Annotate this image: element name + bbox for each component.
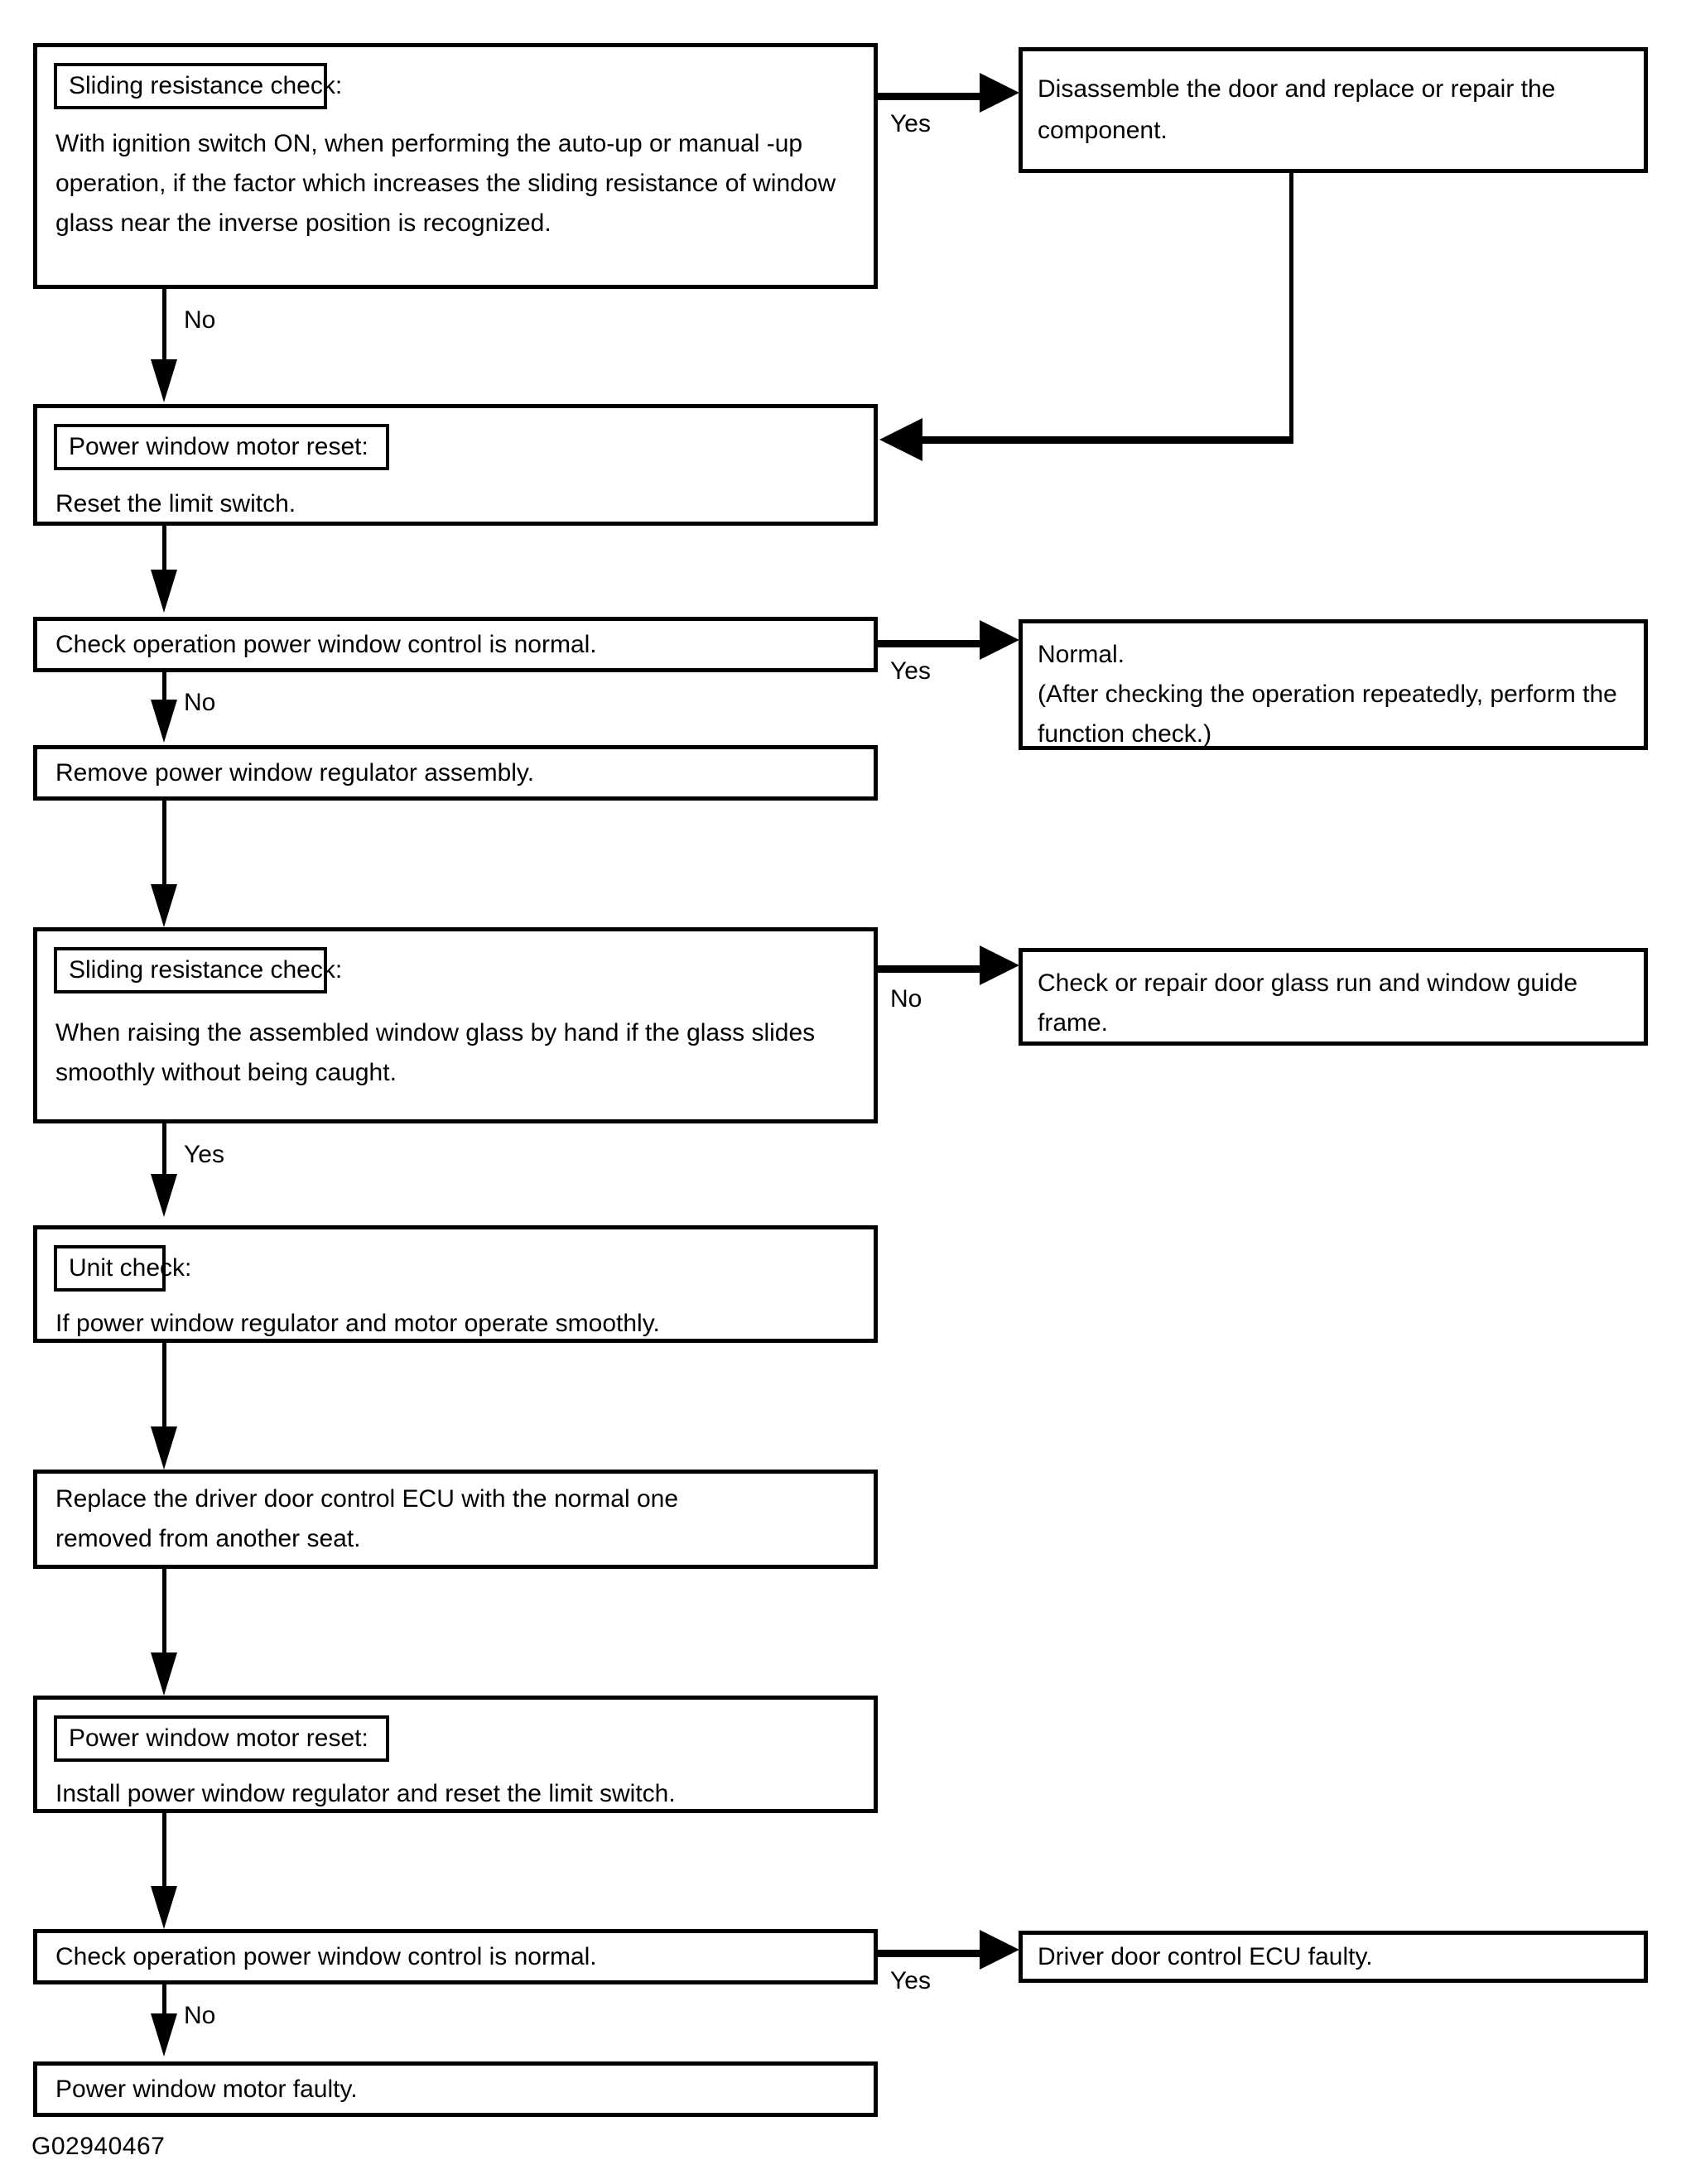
node-replace-ecu[interactable]: Replace the driver door control ECU with…: [33, 1470, 878, 1569]
node-power-window-motor-reset-2[interactable]: Power window motor reset: Install power …: [33, 1696, 878, 1813]
edge-label-no-3: No: [890, 985, 922, 1013]
edge-yes-3-line: [162, 1123, 166, 1180]
edge-no-2-arrowhead: [151, 700, 177, 743]
edge-unit-check-to-replace-ecu-line: [162, 1343, 166, 1434]
node-replace-ecu-text: Replace the driver door control ECU with…: [55, 1485, 679, 1552]
node-check-operation-2-text: Check operation power window control is …: [55, 1942, 597, 1970]
node-check-operation-1-text: Check operation power window control is …: [55, 630, 597, 658]
node-unit-check-text: If power window regulator and motor oper…: [55, 1310, 660, 1337]
edge-label-yes-1: Yes: [890, 110, 931, 137]
node-check-operation-2[interactable]: Check operation power window control is …: [33, 1929, 878, 1984]
node-sliding-resistance-check-2[interactable]: Sliding resistance check: When raising t…: [33, 927, 878, 1123]
figure-id-label: G02940467: [31, 2133, 166, 2160]
chip-power-window-motor-reset-1: Power window motor reset:: [54, 424, 389, 470]
node-remove-regulator-text: Remove power window regulator assembly.: [55, 758, 535, 787]
edge-disassemble-to-reset-arrowhead: [879, 418, 922, 461]
node-check-operation-1[interactable]: Check operation power window control is …: [33, 617, 878, 672]
edge-replace-ecu-to-reset-2-line: [162, 1569, 166, 1660]
edge-label-yes-4: Yes: [890, 1967, 931, 1994]
node-check-repair-glass-run[interactable]: Check or repair door glass run and windo…: [1019, 948, 1648, 1046]
node-power-window-motor-reset-1[interactable]: Power window motor reset: Reset the limi…: [33, 404, 878, 526]
edge-reset-2-to-check-2-arrowhead: [151, 1886, 177, 1929]
edge-reset-2-to-check-2-line: [162, 1813, 166, 1894]
node-check-repair-glass-run-text: Check or repair door glass run and windo…: [1038, 969, 1578, 1037]
edge-no-4-line: [162, 1984, 166, 2019]
node-sliding-resistance-check-1-text: With ignition switch ON, when performing…: [55, 130, 836, 237]
edge-yes-1-line: [878, 93, 984, 100]
edge-no-1-arrowhead: [151, 359, 177, 402]
edge-remove-to-sliding-2-arrowhead: [151, 884, 177, 927]
node-ecu-faulty[interactable]: Driver door control ECU faulty.: [1019, 1931, 1648, 1983]
edge-label-yes-2: Yes: [890, 657, 931, 685]
edge-no-3-line: [878, 965, 984, 973]
edge-label-no-2: No: [184, 689, 216, 716]
edge-disassemble-to-reset-vertical: [1289, 173, 1293, 440]
edge-disassemble-to-reset-horizontal: [922, 436, 1293, 444]
node-motor-faulty[interactable]: Power window motor faulty.: [33, 2061, 878, 2117]
edge-reset-to-check-1-line: [162, 526, 166, 577]
node-motor-faulty-text: Power window motor faulty.: [55, 2075, 358, 2103]
node-disassemble-door-text: Disassemble the door and replace or repa…: [1038, 75, 1556, 144]
edge-unit-check-to-replace-ecu-arrowhead: [151, 1426, 177, 1470]
node-normal-result[interactable]: Normal. (After checking the operation re…: [1019, 619, 1648, 750]
edge-yes-2-line: [878, 640, 984, 647]
edge-label-no-1: No: [184, 306, 216, 334]
edge-no-1-line: [162, 289, 166, 372]
edge-replace-ecu-to-reset-2-arrowhead: [151, 1652, 177, 1696]
chip-power-window-motor-reset-2: Power window motor reset:: [54, 1715, 389, 1762]
chip-unit-check: Unit check:: [54, 1245, 191, 1292]
edge-label-yes-3: Yes: [184, 1141, 224, 1168]
edge-remove-to-sliding-2-line: [162, 801, 166, 892]
edge-no-2-line: [162, 672, 166, 705]
node-unit-check[interactable]: Unit check: If power window regulator an…: [33, 1225, 878, 1343]
node-disassemble-door[interactable]: Disassemble the door and replace or repa…: [1019, 47, 1648, 173]
edge-yes-1-arrowhead: [980, 73, 1019, 113]
edge-no-3-arrowhead: [980, 945, 1019, 985]
node-power-window-motor-reset-1-text: Reset the limit switch.: [55, 490, 296, 517]
edge-yes-2-arrowhead: [980, 620, 1019, 660]
edge-yes-4-line: [878, 1950, 984, 1957]
node-sliding-resistance-check-1-outer[interactable]: Sliding resistance check: With ignition …: [33, 43, 878, 289]
chip-sliding-resistance-check-2: Sliding resistance check:: [54, 947, 342, 993]
node-remove-regulator[interactable]: Remove power window regulator assembly.: [33, 745, 878, 801]
node-sliding-resistance-check-2-text: When raising the assembled window glass …: [55, 1019, 816, 1086]
edge-no-4-arrowhead: [151, 2013, 177, 2057]
node-normal-result-text: Normal. (After checking the operation re…: [1038, 641, 1617, 748]
edge-yes-3-arrowhead: [151, 1174, 177, 1217]
edge-reset-to-check-1-arrowhead: [151, 570, 177, 613]
node-ecu-faulty-text: Driver door control ECU faulty.: [1038, 1942, 1373, 1970]
node-power-window-motor-reset-2-text: Install power window regulator and reset…: [55, 1780, 676, 1807]
edge-label-no-4: No: [184, 2002, 216, 2029]
chip-sliding-resistance-check-1: Sliding resistance check:: [54, 63, 342, 109]
edge-yes-4-arrowhead: [980, 1930, 1019, 1970]
